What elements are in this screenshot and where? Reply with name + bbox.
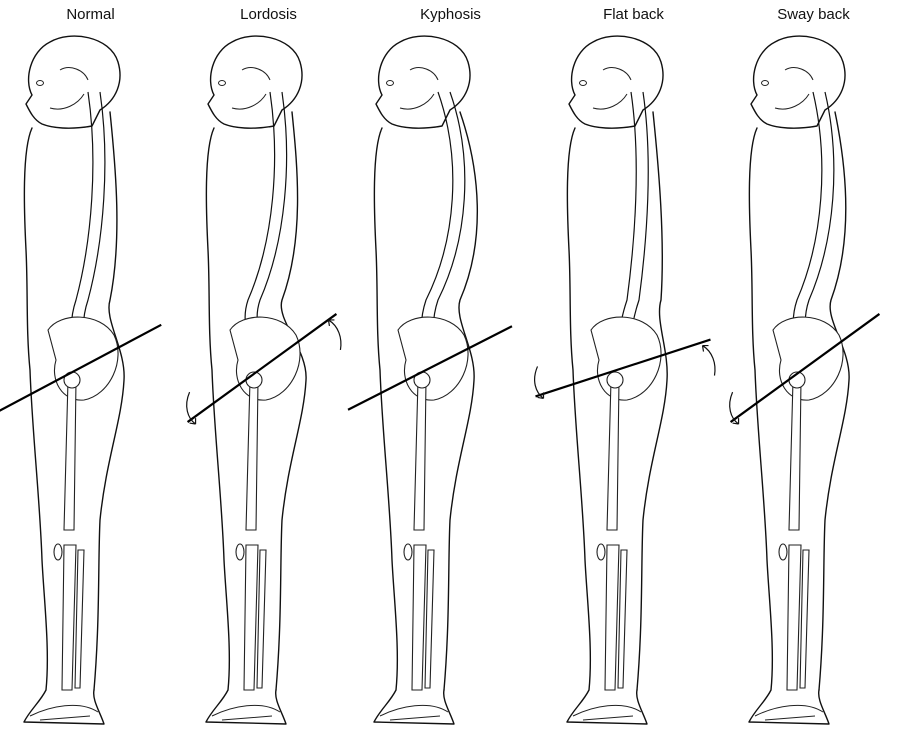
- body-outline-svg: [360, 0, 541, 730]
- tibia-bone: [787, 545, 801, 690]
- foot-bones: [380, 705, 448, 720]
- femoral-head: [607, 372, 623, 388]
- fibula-bone: [75, 550, 84, 688]
- tibia-bone: [244, 545, 258, 690]
- skull-detail: [593, 68, 631, 109]
- patella-bone: [597, 544, 605, 560]
- eye-icon: [219, 81, 226, 86]
- body-outline-svg: [178, 0, 359, 730]
- pelvis-bone: [48, 317, 118, 400]
- tibia-bone: [605, 545, 619, 690]
- skull-detail: [400, 68, 438, 109]
- patella-bone: [404, 544, 412, 560]
- foot-bones: [212, 705, 280, 720]
- body-back-outline: [276, 112, 306, 690]
- patella-bone: [54, 544, 62, 560]
- head-outline: [208, 36, 302, 128]
- eye-icon: [37, 81, 44, 86]
- head-outline: [26, 36, 120, 128]
- posture-figure-2: Lordosis: [178, 0, 359, 730]
- femur-bone: [607, 380, 619, 530]
- fibula-bone: [800, 550, 809, 688]
- body-outline-svg: [0, 0, 181, 730]
- posture-figure-1: Normal: [0, 0, 181, 730]
- fibula-bone: [425, 550, 434, 688]
- rotation-arrow-icon: [187, 392, 196, 424]
- body-outline-svg: [723, 0, 904, 730]
- eye-icon: [387, 81, 394, 86]
- skull-detail: [775, 68, 813, 109]
- rotation-arrow-icon: [730, 392, 739, 424]
- body-outline-svg: [543, 0, 724, 730]
- posture-figure-5: Sway back: [723, 0, 904, 730]
- eye-icon: [580, 81, 587, 86]
- pelvis-bone: [230, 317, 300, 400]
- body-back-outline: [637, 112, 667, 690]
- tibia-bone: [62, 545, 76, 690]
- pelvis-bone: [398, 317, 468, 400]
- patella-bone: [779, 544, 787, 560]
- femur-bone: [246, 380, 258, 530]
- skull-detail: [232, 68, 270, 109]
- eye-icon: [762, 81, 769, 86]
- fibula-bone: [618, 550, 627, 688]
- pelvis-bone: [773, 317, 843, 400]
- rotation-arrow-icon: [702, 346, 715, 376]
- body-back-outline: [444, 112, 477, 690]
- body-back-outline: [819, 112, 849, 690]
- femur-bone: [414, 380, 426, 530]
- rotation-arrow-icon: [328, 320, 341, 350]
- skull-detail: [50, 68, 88, 109]
- patella-bone: [236, 544, 244, 560]
- head-outline: [376, 36, 470, 128]
- fibula-bone: [257, 550, 266, 688]
- foot-bones: [30, 705, 98, 720]
- foot-bones: [573, 705, 641, 720]
- head-outline: [569, 36, 663, 128]
- tibia-bone: [412, 545, 426, 690]
- femur-bone: [64, 380, 76, 530]
- femur-bone: [789, 380, 801, 530]
- posture-figure-4: Flat back: [543, 0, 724, 730]
- foot-bones: [755, 705, 823, 720]
- posture-figure-3: Kyphosis: [360, 0, 541, 730]
- head-outline: [751, 36, 845, 128]
- body-back-outline: [94, 112, 124, 690]
